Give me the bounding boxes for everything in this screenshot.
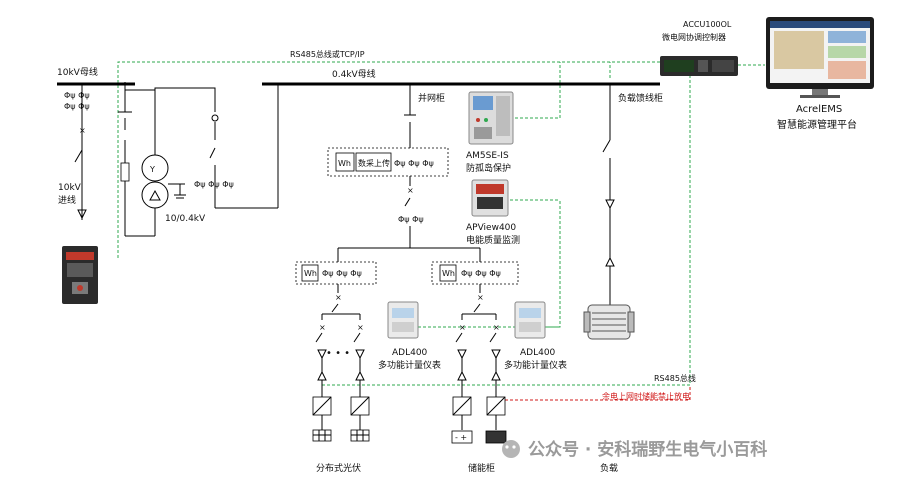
storage-branch: Wh Φψ Φψ Φψ × × × - + 储能柜 [431,248,519,474]
svg-text:×: × [335,293,342,302]
load-motor: 负载 [583,304,635,474]
load-label: 负载 [600,462,618,474]
rs485-bus-label: RS485总线 [654,373,696,383]
svg-text:Φψ Φψ Φψ: Φψ Φψ Φψ [194,180,234,189]
grid-cabinet-label: 并网柜 [418,92,445,104]
incoming-label-b: 进线 [58,194,76,206]
pv-branch: Wh Φψ Φψ Φψ × × • • • × 分布 [295,248,377,474]
svg-text:×: × [459,323,466,332]
svg-text:Φψ Φψ: Φψ Φψ [398,215,424,224]
comm-lines [117,61,765,401]
warning-label: 余电上网时储能禁止放电 [602,391,690,401]
am5se-model: AM5SE-IS [466,151,509,161]
incoming-feeder: Φψ Φψ Φψ Φψ × 10kV 进线 [58,84,90,220]
svg-text:×: × [493,323,500,332]
svg-text:Wh: Wh [442,269,455,278]
incoming-label-a: 10kV [58,183,82,193]
accu-controller: ACCU100OL 微电网协调控制器 [660,20,738,76]
accu-name: 微电网协调控制器 [662,32,726,42]
svg-text:Φψ Φψ Φψ: Φψ Φψ Φψ [322,269,362,278]
svg-text:Φψ Φψ: Φψ Φψ [64,91,90,100]
rs485-tcp-label: RS485总线或TCP/IP [290,49,365,59]
svg-text:Wh: Wh [338,159,351,168]
adl400-meter-2: ADL400 多功能计量仪表 [504,301,567,371]
ems-model: AcrelEMS [796,104,842,115]
am5se-name: 防孤岛保护 [466,162,511,174]
adl400-meter-1: ADL400 多功能计量仪表 [378,301,441,371]
svg-text:×: × [79,126,86,135]
svg-text:- +: - + [455,433,467,442]
pv-label: 分布式光伏 [316,462,361,474]
transformer-section: Y 10/0.4kV Φψ Φψ Φψ [118,82,279,237]
adl400-model-1: ADL400 [392,348,428,358]
svg-text:×: × [477,293,484,302]
svg-text:Y: Y [149,165,155,174]
acrelems-platform: AcrelEMS 智慧能源管理平台 [766,17,874,131]
svg-text:×: × [319,323,326,332]
watermark-text: 公众号 · 安科瑞野生电气小百科 [528,439,767,460]
pv-dots: • • • [326,348,350,359]
svg-text:Φψ Φψ Φψ: Φψ Φψ Φψ [461,269,501,278]
storage-label: 储能柜 [468,462,495,474]
apview-name: 电能质量监测 [466,234,520,246]
bus-04kv-label: 0.4kV母线 [332,68,376,80]
load-feeder-label: 负载馈线柜 [618,92,663,104]
load-feeder: 负载馈线柜 [602,84,663,305]
apview-device: APView400 电能质量监测 [466,179,520,246]
accu-model: ACCU100OL [683,20,732,29]
grid-cabinet: 并网柜 Wh 数采上传 Φψ Φψ Φψ × Φψ Φψ [327,84,480,249]
apview-model: APView400 [466,223,516,233]
adl400-name-2: 多功能计量仪表 [504,359,567,371]
svg-text:×: × [357,323,364,332]
adl400-name-1: 多功能计量仪表 [378,359,441,371]
am5se-device: AM5SE-IS 防孤岛保护 [466,91,514,174]
transformer-label: 10/0.4kV [165,214,206,224]
bus-10kv-label: 10kV母线 [57,66,98,78]
svg-text:×: × [407,186,414,195]
svg-text:Φψ Φψ Φψ: Φψ Φψ Φψ [394,159,434,168]
watermark: 公众号 · 安科瑞野生电气小百科 [502,439,767,460]
adl400-model-2: ADL400 [520,348,556,358]
svg-text:数采上传: 数采上传 [358,158,390,168]
svg-text:Φψ Φψ: Φψ Φψ [64,102,90,111]
svg-text:Wh: Wh [304,269,317,278]
protection-relay-device [62,246,98,304]
ems-name: 智慧能源管理平台 [777,118,857,131]
